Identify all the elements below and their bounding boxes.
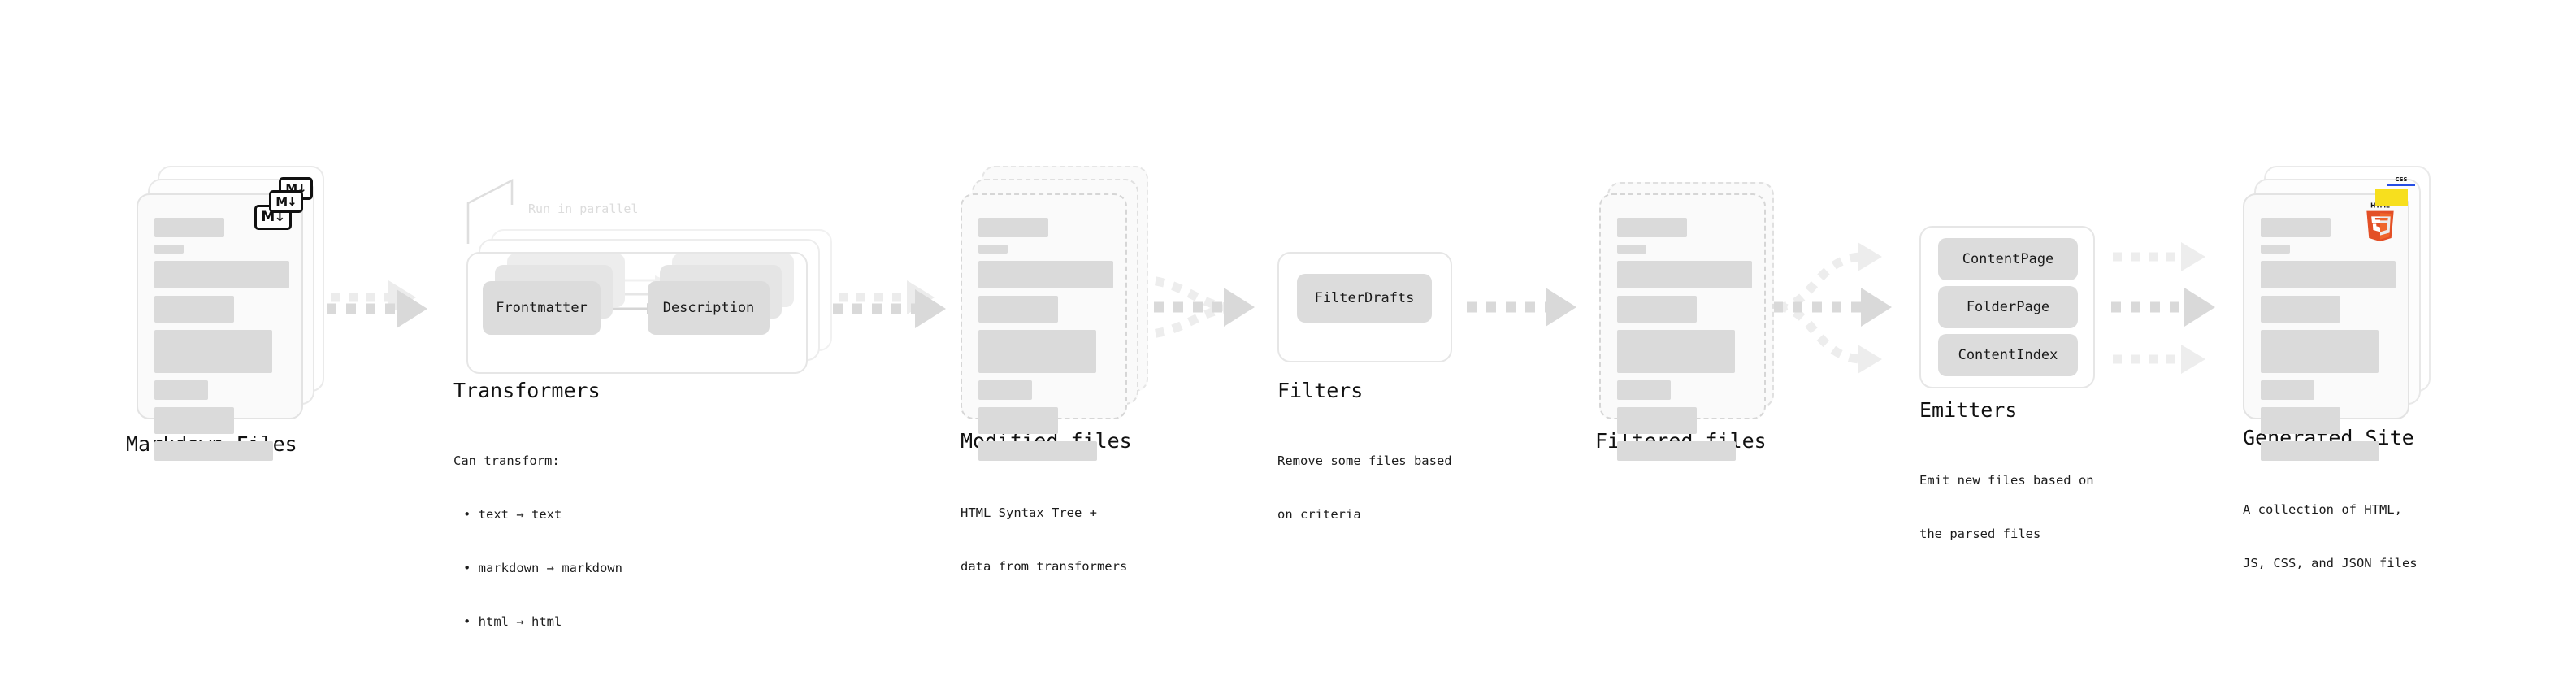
emitter-chip-contentindex[interactable]: ContentIndex [1938, 334, 2078, 376]
modified-file-card-front [961, 193, 1127, 461]
arrow-filters-to-filtered [1467, 288, 1576, 327]
stage-subtitle-emitters: Emit new files based on the parsed files [1919, 436, 2094, 579]
arrow-transformers-to-modified [833, 280, 946, 328]
arrow-emitters-to-site [2111, 242, 2215, 374]
markdown-badge: M↓ [269, 190, 303, 213]
filtered-file-card-front [1599, 193, 1766, 461]
stage-modified-files [961, 166, 1148, 461]
site-line-1: JS, CSS, and JSON files [2243, 556, 2418, 570]
arrow-filtered-to-emitters [1773, 242, 1892, 374]
filter-chip-filterdrafts[interactable]: FilterDrafts [1297, 274, 1432, 323]
transformer-chip-frontmatter[interactable]: Frontmatter [483, 281, 601, 335]
emitters-line-0: Emit new files based on [1919, 473, 2094, 488]
file-skeleton [154, 218, 289, 468]
file-skeleton [1617, 218, 1752, 468]
css-badge: CSS [2387, 177, 2416, 189]
site-line-0: A collection of HTML, [2243, 502, 2402, 517]
arrow-markdown-to-transformers [307, 280, 427, 328]
stage-subtitle-transformers: Can transform: • text → text • markdown … [453, 416, 622, 666]
transform-line-2: • markdown → markdown [463, 561, 622, 575]
markdown-file-card-front: M↓ [137, 193, 303, 461]
stage-title-transformers: Transformers [453, 379, 601, 402]
transform-line-3: • html → html [463, 614, 562, 629]
stage-subtitle-generated-site: A collection of HTML, JS, CSS, and JSON … [2243, 465, 2418, 608]
emitters-line-1: the parsed files [1919, 527, 2041, 541]
modified-line-1: data from transformers [961, 559, 1128, 574]
transform-line-0: Can transform: [453, 453, 560, 468]
stage-subtitle-filters: Remove some files based on criteria [1277, 416, 1452, 559]
stage-generated-site: CSS HTML [2243, 166, 2431, 461]
filters-line-1: on criteria [1277, 507, 1361, 522]
javascript-badge [2375, 189, 2408, 206]
generated-file-card-html: HTML [2243, 193, 2409, 461]
arrow-modified-to-filters [1134, 275, 1255, 340]
emitter-chip-contentpage[interactable]: ContentPage [1938, 238, 2078, 280]
stage-subtitle-modified-files: HTML Syntax Tree + data from transformer… [961, 468, 1127, 611]
stage-title-emitters: Emitters [1919, 398, 2018, 422]
run-in-parallel-note: Run in parallel [528, 202, 639, 216]
file-skeleton [978, 218, 1113, 468]
transformer-chip-description[interactable]: Description [648, 281, 770, 335]
stage-filtered-files [1599, 182, 1774, 461]
stage-title-filters: Filters [1277, 379, 1364, 402]
filters-line-0: Remove some files based [1277, 453, 1452, 468]
html5-icon: HTML [2366, 202, 2394, 242]
modified-line-0: HTML Syntax Tree + [961, 505, 1097, 520]
transform-line-1: • text → text [463, 507, 562, 522]
stage-markdown-files: M↓ M↓ M↓ [137, 166, 324, 461]
file-skeleton [2261, 218, 2396, 468]
emitter-chip-folderpage[interactable]: FolderPage [1938, 286, 2078, 328]
